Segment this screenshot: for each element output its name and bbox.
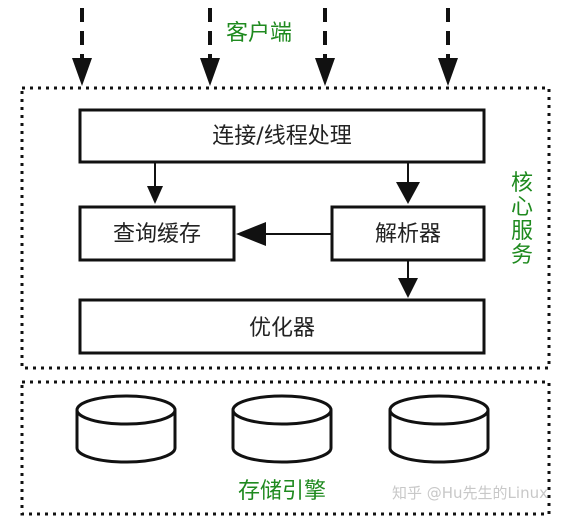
core-service-label: 核心服务	[511, 171, 533, 268]
client-arrow-3	[315, 8, 335, 86]
storage-cylinder-2	[231, 394, 333, 464]
connection-thread-label: 连接/线程处理	[212, 124, 351, 149]
client-label: 客户端	[226, 21, 292, 46]
core-service-container	[20, 86, 551, 370]
arrowhead-to-cache	[147, 186, 163, 204]
optimizer-box: 优化器	[78, 298, 486, 355]
connection-thread-box: 连接/线程处理	[78, 108, 486, 164]
query-cache-box: 查询缓存	[78, 205, 236, 262]
client-arrow-1	[72, 8, 92, 86]
storage-cylinder-3	[388, 394, 490, 464]
arrowhead-to-cache-left	[236, 222, 266, 246]
storage-engine-container	[20, 380, 551, 516]
watermark: 知乎 @Hu先生的Linux	[392, 484, 548, 502]
client-arrow-4	[438, 8, 458, 86]
parser-label: 解析器	[375, 222, 441, 247]
client-arrow-2	[200, 8, 220, 86]
optimizer-label: 优化器	[249, 316, 315, 341]
storage-cylinder-1	[75, 394, 177, 464]
query-cache-label: 查询缓存	[113, 222, 201, 247]
svg-text:核心服务: 核心服务	[511, 171, 533, 268]
parser-box: 解析器	[330, 205, 486, 262]
client-connections	[72, 8, 458, 86]
arrowhead-to-parser	[396, 182, 420, 204]
arrowhead-to-optimizer	[398, 278, 418, 298]
storage-engine-label: 存储引擎	[238, 479, 326, 504]
